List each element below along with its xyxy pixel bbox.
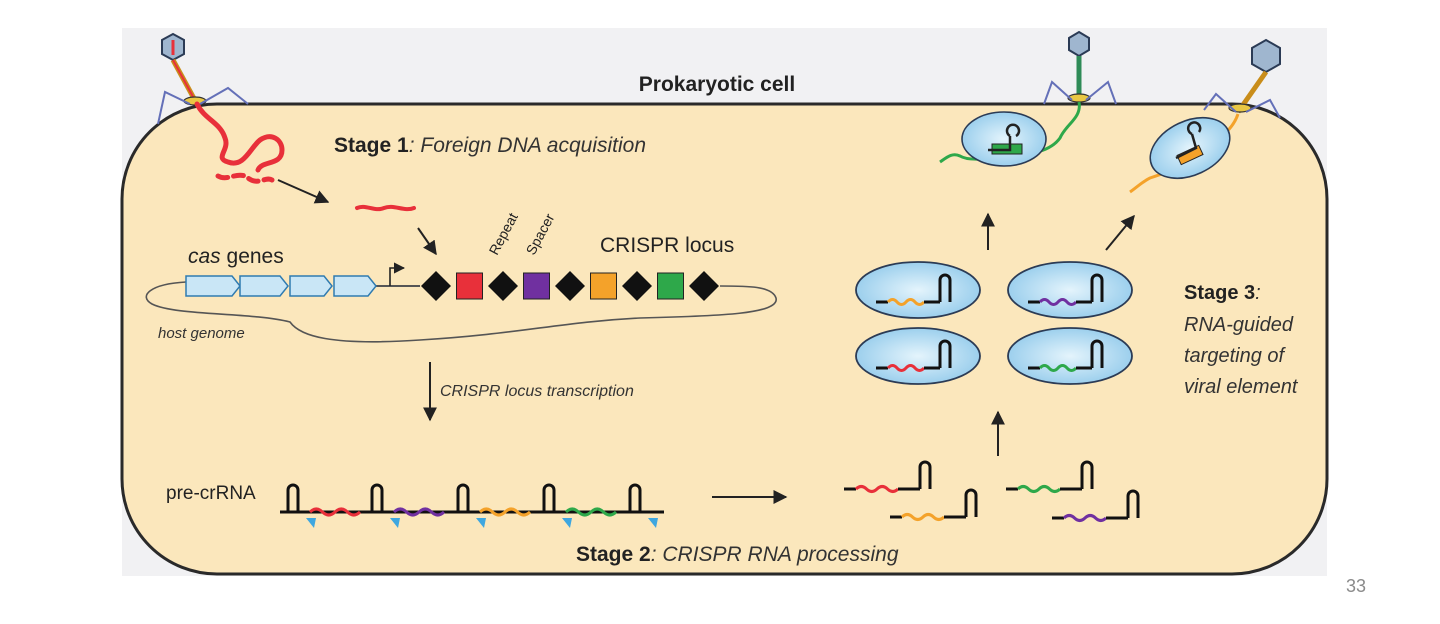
cascade-complex-purple: [1007, 261, 1133, 319]
cleavage-site-icon: [476, 518, 486, 528]
phage-3-icon: [1203, 38, 1281, 119]
transcription-label: CRISPR locus transcription: [440, 383, 634, 400]
repeat-diamond: [488, 271, 518, 301]
spacer-rna-red: [308, 507, 362, 517]
repeat-hairpin: [542, 483, 556, 512]
repeat-hairpin: [628, 483, 642, 512]
phage-2-icon: [1043, 30, 1117, 105]
spacer-orange: [590, 272, 617, 300]
spacer-rna-orange: [478, 507, 532, 517]
svg-text:RNA-guided: RNA-guided: [1184, 314, 1294, 336]
svg-text:viral element: viral element: [1184, 376, 1299, 398]
prokaryotic-cell: [120, 102, 1329, 576]
repeat-hairpin: [370, 483, 384, 512]
crispr-array: [421, 271, 719, 301]
repeat-diamond: [689, 271, 719, 301]
crispr-locus-label: CRISPR locus: [600, 234, 734, 257]
mature-crrna-purple: [1052, 489, 1140, 522]
promoter-arrow-icon: [389, 262, 406, 286]
cleavage-site-icon: [562, 518, 572, 528]
host-genome-label: host genome: [158, 325, 245, 342]
cas-genes-label: cas genes: [188, 245, 284, 268]
acquisition-arrow: [277, 179, 330, 204]
cas-genes: [185, 275, 377, 297]
crrna-cas-complexes: [855, 261, 1133, 385]
targeting-complex-green: [961, 111, 1047, 167]
stage2-label: Stage 2: CRISPR RNA processing: [576, 543, 899, 566]
pre-crrna-label: pre-crRNA: [166, 483, 256, 504]
injected-dna: [194, 101, 285, 173]
cell-title: Prokaryotic cell: [639, 73, 795, 96]
mature-crrna-green: [1006, 460, 1094, 493]
repeat-hairpin: [456, 483, 470, 512]
mature-crrna-orange: [890, 488, 978, 521]
stage1-label: Stage 1: Foreign DNA acquisition: [334, 134, 646, 157]
pre-crrna-transcript: [280, 483, 664, 528]
slide-number: 33: [1346, 576, 1367, 596]
new-spacer-fragment: [355, 204, 416, 212]
cleavage-site-icon: [390, 518, 400, 528]
targeting-complex-orange: [1149, 116, 1231, 180]
cascade-complex-red: [855, 327, 981, 385]
cascade-complex-orange: [855, 261, 981, 319]
cleavage-site-icon: [648, 518, 658, 528]
dna-fragment: [215, 172, 275, 184]
svg-text:Stage 3:: Stage 3:: [1184, 282, 1261, 304]
stage3-label: Stage 3: RNA-guided targeting of viral e…: [1184, 282, 1299, 398]
repeat-diamond: [421, 271, 451, 301]
repeat-diamond: [622, 271, 652, 301]
mature-crrnas: [844, 460, 1140, 522]
repeat-hairpin: [286, 483, 300, 512]
repeat-diamond: [555, 271, 585, 301]
spacer-purple: [523, 272, 550, 300]
mature-crrna-red: [844, 460, 932, 493]
insertion-arrow: [417, 227, 437, 256]
spacer-rna-purple: [392, 507, 446, 517]
spacer-green: [657, 272, 684, 300]
cascade-complex-green: [1007, 327, 1133, 385]
host-genome-loop: [145, 281, 777, 343]
phage-1-icon: [157, 32, 249, 125]
cleavage-site-icon: [306, 518, 316, 528]
spacer-red: [456, 272, 483, 300]
spacer-rna-green: [564, 507, 618, 517]
svg-text:targeting of: targeting of: [1184, 345, 1287, 367]
targeting-arrow-2: [1105, 214, 1135, 251]
